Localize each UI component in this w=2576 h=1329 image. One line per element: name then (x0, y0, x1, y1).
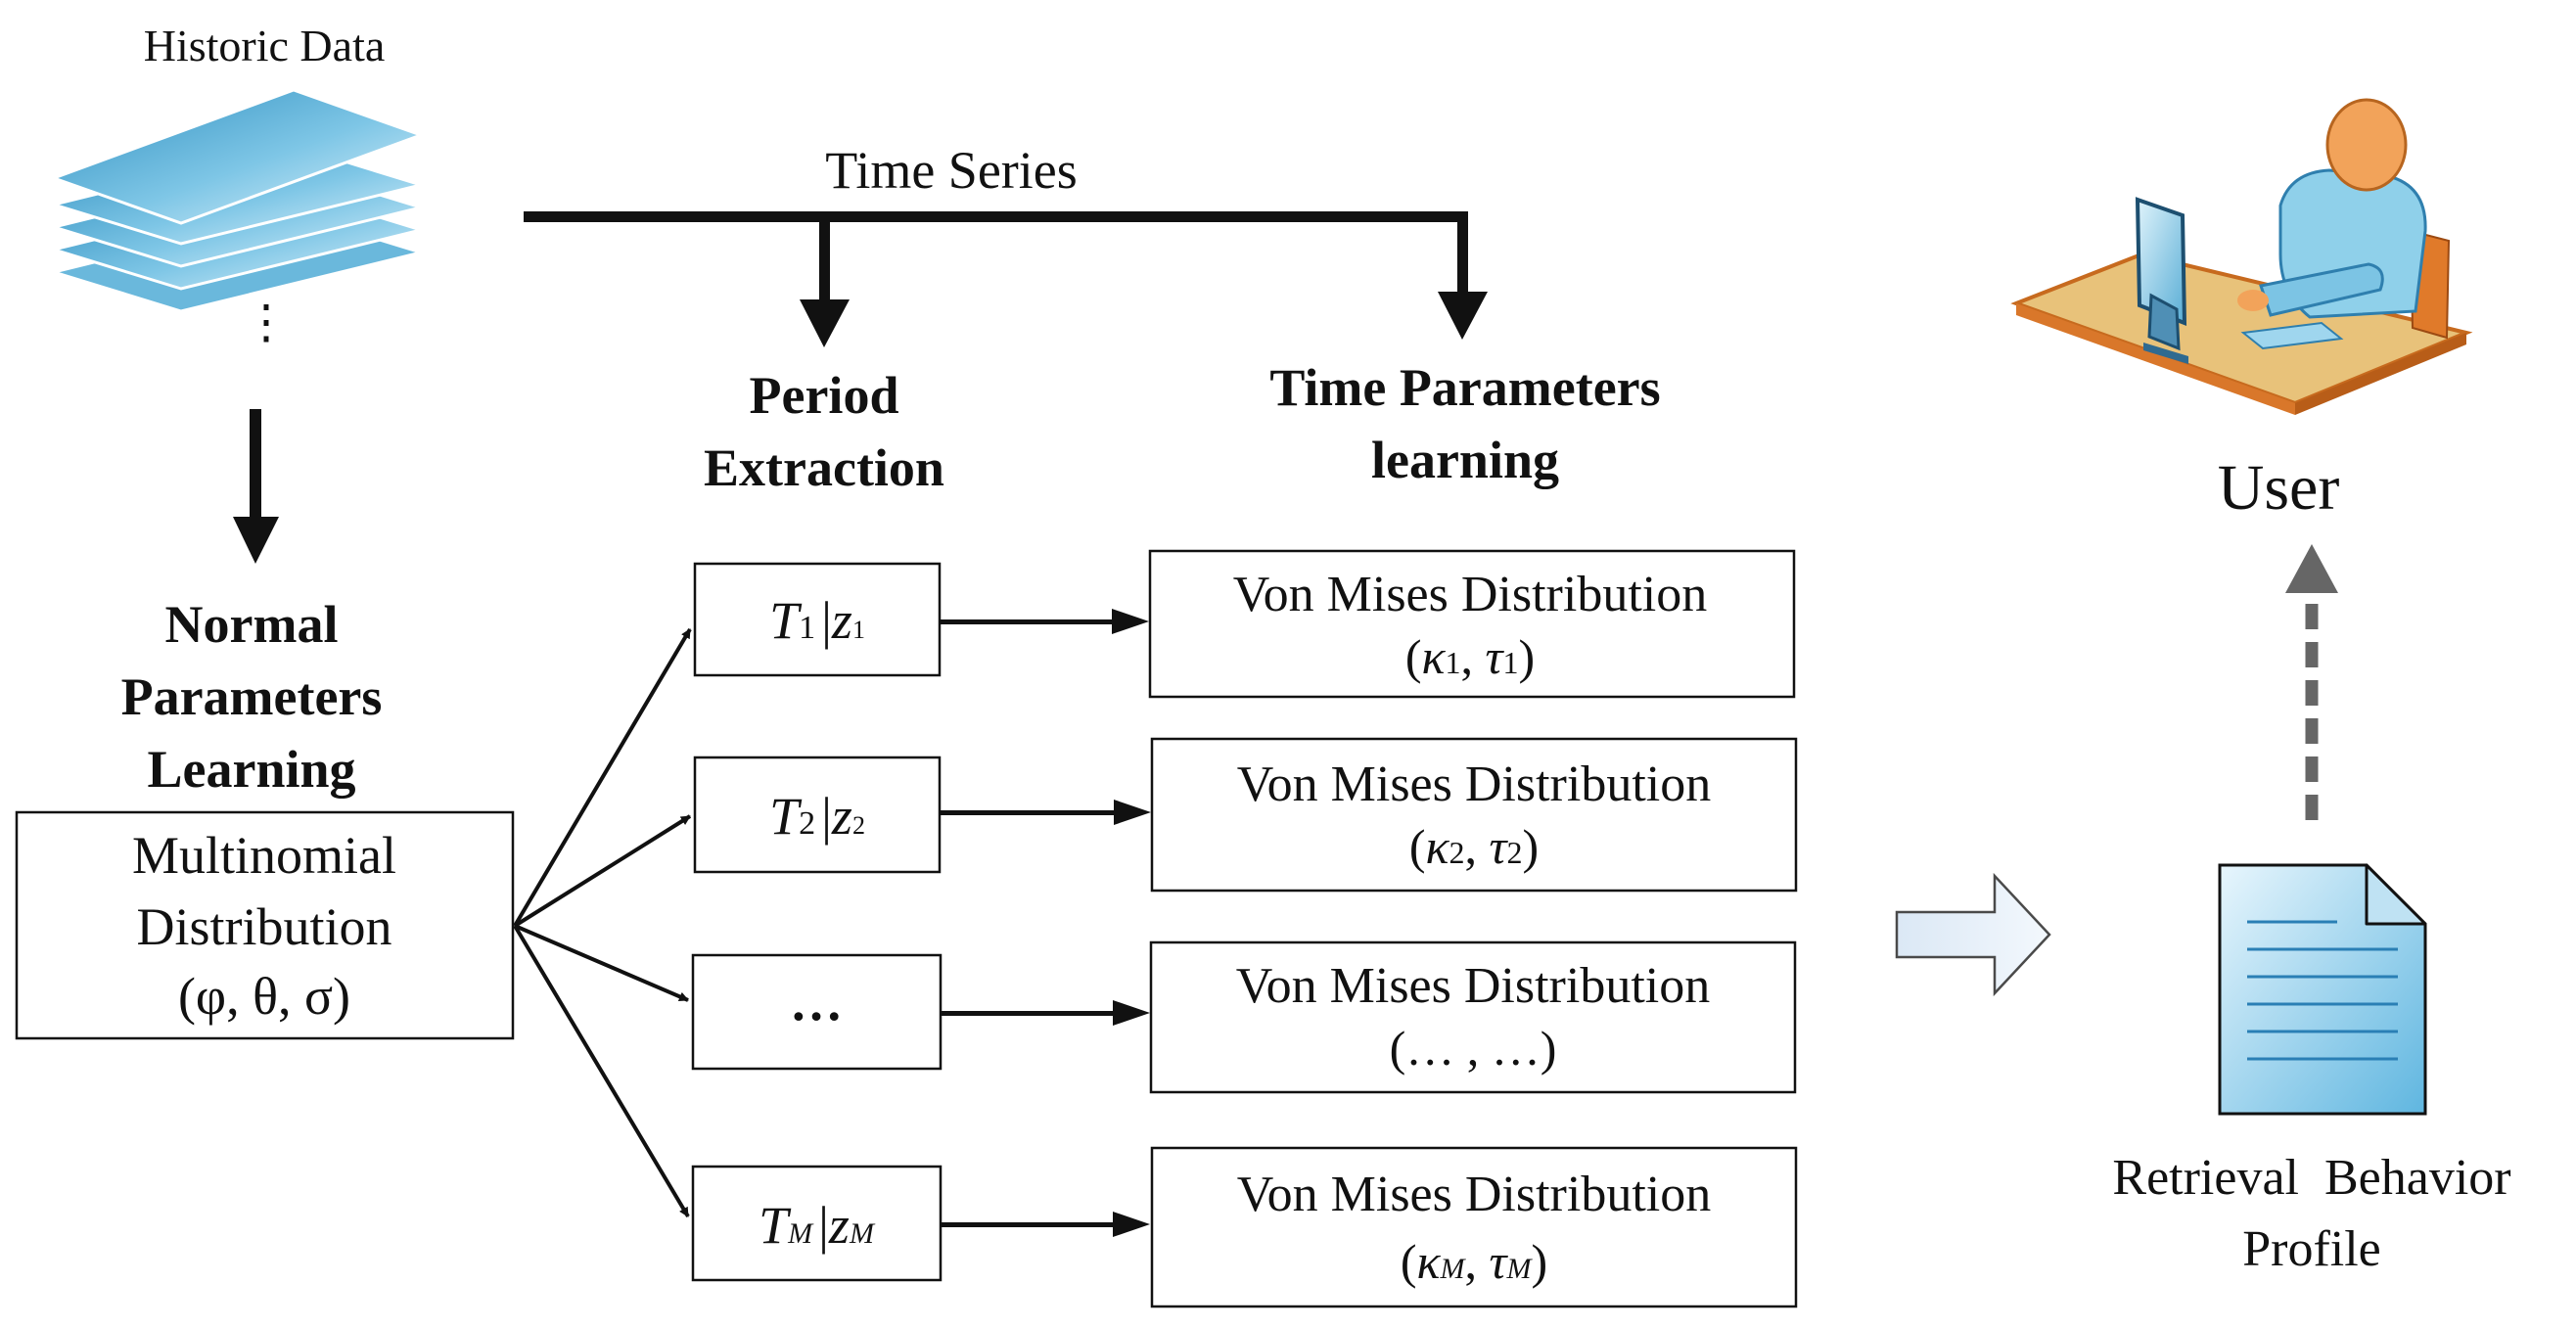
vonmises-1-close: ) (1518, 629, 1535, 684)
vonmises-2-title: Von Mises Distribution (1237, 756, 1711, 812)
right-block-arrow-icon (1895, 872, 2051, 997)
vonmises-1-title: Von Mises Distribution (1233, 567, 1707, 622)
vonmises-2-kappa: κ (1426, 819, 1450, 874)
vonmises-3-params: (… , …) (1390, 1021, 1557, 1076)
arrow-to-period-m (513, 924, 690, 1218)
user-label: User (2218, 452, 2340, 524)
period-extraction-title-line2: Extraction (704, 438, 944, 497)
vonmises-1-comma: , (1461, 629, 1486, 684)
document-icon (2218, 863, 2427, 1116)
period-box-2: T2|z2 (693, 756, 942, 874)
arrow-to-period-ellipsis (514, 924, 689, 1002)
period-2-t-sub: 2 (799, 805, 815, 842)
historic-data-label: Historic Data (144, 21, 386, 70)
svg-text:(κ2, τ2): (κ2, τ2) (1409, 819, 1539, 874)
multinomial-line2: Distribution (136, 897, 391, 956)
profile-label-line1: Retrieval Behavior (2112, 1150, 2510, 1206)
vonmises-m-tau-sub: M (1505, 1253, 1533, 1285)
period-1-z: z (831, 591, 852, 650)
period-1-sep: | (821, 591, 832, 650)
svg-text:(κM, τM): (κM, τM) (1401, 1234, 1547, 1289)
period-m-sep: | (818, 1196, 829, 1255)
multinomial-box: Multinomial Distribution (φ, θ, σ) (15, 810, 515, 1040)
period-to-vonmises-arrows (940, 609, 1151, 1237)
arrow-to-period-2 (513, 814, 692, 928)
multinomial-line1: Multinomial (132, 826, 396, 885)
period-m-z: z (828, 1196, 850, 1255)
vonmises-m-tau: τ (1490, 1234, 1509, 1289)
vonmises-m-kappa: κ (1417, 1234, 1442, 1289)
vonmises-1-tau-sub: 1 (1502, 645, 1518, 680)
ellipsis-vertical: ⋮ (243, 297, 290, 348)
vonmises-m-close: ) (1531, 1234, 1547, 1289)
arrow-to-period-1 (513, 627, 692, 928)
svg-text:T2|z2: T2|z2 (769, 787, 865, 846)
period-1-t: T (769, 591, 803, 650)
time-params-title-line2: learning (1371, 431, 1559, 489)
profile-label-line2: Profile (2242, 1221, 2381, 1277)
arrow-historic-to-normal (233, 409, 279, 564)
data-layers-icon (48, 88, 427, 313)
vonmises-1-open: ( (1405, 629, 1422, 684)
period-m-t: T (759, 1196, 792, 1255)
vonmises-m-comma: , (1465, 1234, 1490, 1289)
vonmises-m-title: Von Mises Distribution (1237, 1167, 1711, 1222)
period-2-z-sub: 2 (852, 811, 865, 840)
normal-params-title-line3: Learning (147, 740, 355, 799)
period-extraction-title-line1: Period (750, 366, 899, 425)
period-2-z: z (831, 787, 852, 846)
user-at-desk-icon (2010, 98, 2473, 415)
time-series-label: Time Series (825, 141, 1078, 200)
vonmises-box-ellipsis: Von Mises Distribution (… , …) (1149, 940, 1797, 1094)
time-series-arrow (524, 211, 1488, 347)
vonmises-box-1: Von Mises Distribution (κ1, τ1) (1148, 549, 1796, 699)
svg-text:TM|zM: TM|zM (759, 1196, 876, 1255)
time-params-title-line1: Time Parameters (1269, 358, 1660, 417)
vonmises-2-close: ) (1522, 819, 1539, 874)
period-2-t: T (769, 787, 803, 846)
fan-out-arrows (513, 627, 692, 1218)
dashed-up-arrow (2285, 544, 2338, 820)
vonmises-2-tau: τ (1490, 819, 1509, 874)
svg-text:T1|z1: T1|z1 (769, 591, 865, 650)
period-m-z-sub: M (849, 1217, 876, 1250)
vonmises-box-2: Von Mises Distribution (κ2, τ2) (1150, 737, 1798, 893)
period-2-sep: | (821, 787, 832, 846)
vonmises-2-kappa-sub: 2 (1449, 835, 1465, 870)
svg-text:(κ1, τ1): (κ1, τ1) (1405, 629, 1535, 684)
vonmises-box-m: Von Mises Distribution (κM, τM) (1150, 1146, 1798, 1308)
period-box-1: T1|z1 (693, 562, 942, 677)
vonmises-m-kappa-sub: M (1440, 1253, 1467, 1285)
vonmises-2-comma: , (1465, 819, 1490, 874)
period-1-z-sub: 1 (852, 616, 865, 644)
vonmises-m-open: ( (1401, 1234, 1417, 1289)
vonmises-3-title: Von Mises Distribution (1236, 958, 1710, 1014)
vonmises-1-kappa: κ (1422, 629, 1447, 684)
multinomial-params: (φ, θ, σ) (178, 967, 350, 1026)
vonmises-2-tau-sub: 2 (1506, 835, 1522, 870)
normal-params-title-line2: Parameters (121, 667, 383, 726)
vonmises-1-tau: τ (1486, 629, 1505, 684)
period-m-t-sub: M (787, 1217, 814, 1250)
period-1-t-sub: 1 (799, 610, 815, 646)
period-ellipsis-text: … (790, 973, 843, 1031)
vonmises-2-open: ( (1409, 819, 1426, 874)
period-box-m: TM|zM (691, 1165, 943, 1282)
period-box-ellipsis: … (691, 953, 943, 1071)
normal-params-title-line1: Normal (165, 595, 339, 654)
vonmises-1-kappa-sub: 1 (1446, 645, 1461, 680)
